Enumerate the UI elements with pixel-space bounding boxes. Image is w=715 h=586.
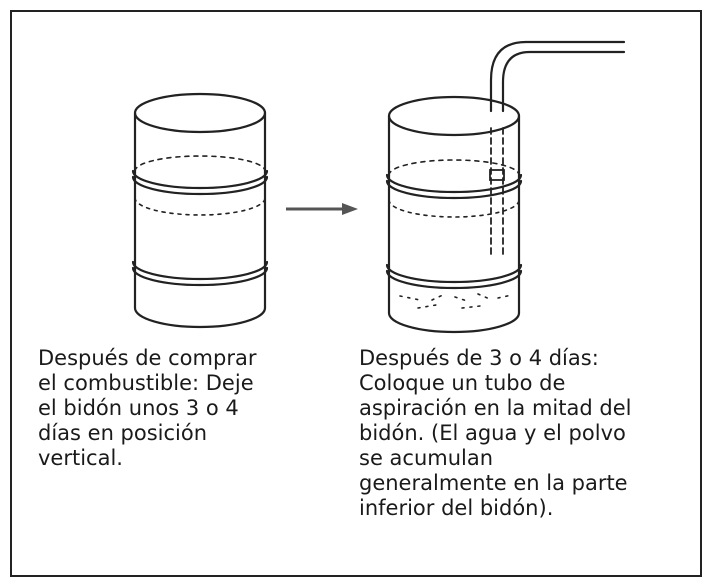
right-arrow-icon (286, 203, 358, 215)
caption-before: Después de comprar el combustible: Deje … (38, 346, 257, 470)
fuel-drum-with-suction-tube-icon (385, 40, 626, 334)
caption-after: Después de 3 o 4 días: Coloque un tubo d… (359, 346, 632, 520)
illustration (131, 40, 626, 334)
diagram-frame (10, 10, 702, 577)
fuel-drum-icon (131, 92, 269, 329)
